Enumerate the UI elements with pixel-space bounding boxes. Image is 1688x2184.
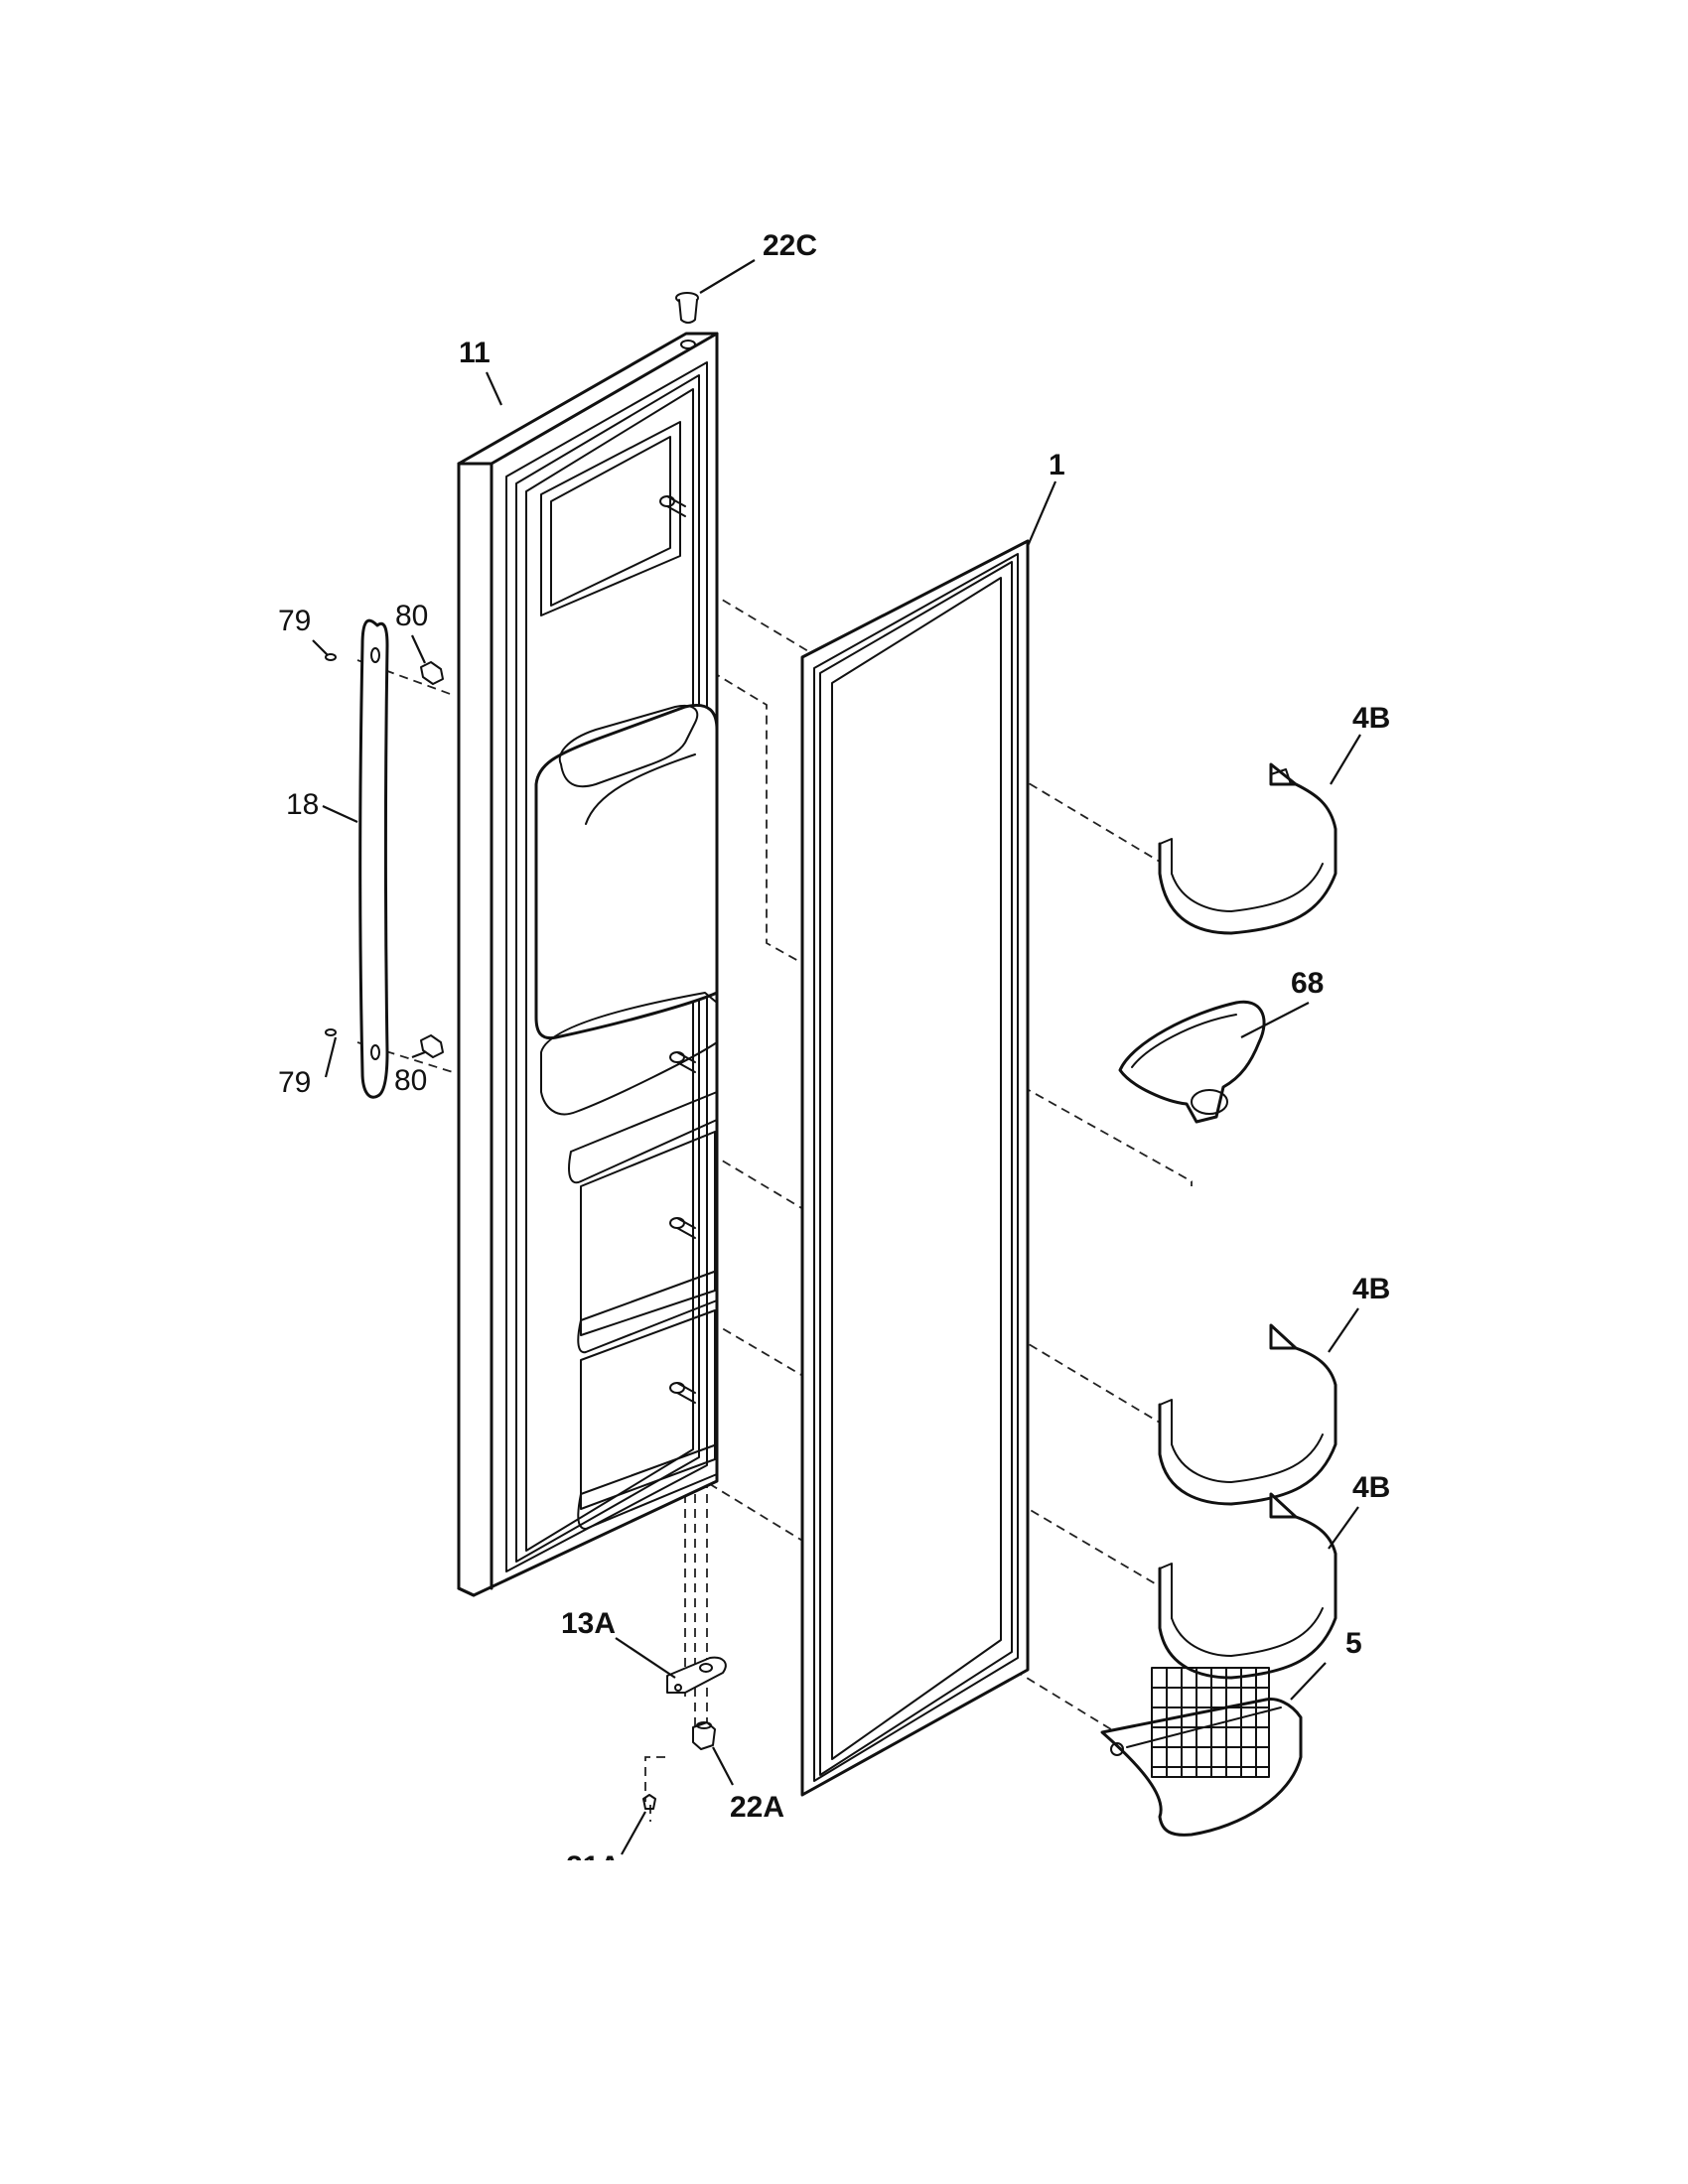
callout-5: 5: [1345, 1627, 1362, 1660]
callout-13A: 13A: [561, 1607, 616, 1640]
callout-80-top: 80: [395, 600, 428, 632]
basket-grid: [1151, 1667, 1270, 1778]
door-bin-lower: [1158, 1492, 1337, 1680]
callout-4B-middle: 4B: [1352, 1273, 1390, 1305]
callout-4B-lower: 4B: [1352, 1471, 1390, 1504]
callout-80-bottom: 80: [394, 1064, 427, 1097]
hinge-screw-icon: [642, 1794, 656, 1810]
crop-mask: [536, 1860, 675, 1900]
callout-79-bottom: 79: [278, 1066, 311, 1099]
mounting-stud-icons: [420, 661, 444, 1058]
lower-hinge-bracket: [666, 1656, 727, 1694]
callout-22C: 22C: [763, 229, 817, 262]
callout-68: 68: [1291, 967, 1324, 1000]
hinge-bushing-top: [675, 292, 699, 349]
callout-18: 18: [286, 788, 319, 821]
dispenser-cup: [1118, 1000, 1266, 1124]
callout-1: 1: [1049, 449, 1065, 481]
shelf-peg-icons: [659, 495, 696, 1404]
screw-icons: [325, 653, 337, 1036]
callout-79-top: 79: [278, 605, 311, 637]
door-bin-middle: [1158, 1323, 1337, 1506]
door-gasket: [800, 539, 1030, 1797]
callout-22A: 22A: [730, 1791, 784, 1824]
wire-basket: [1100, 1667, 1303, 1837]
door-bin-upper: [1158, 762, 1337, 935]
door-assembly: [457, 332, 719, 1597]
callout-4B-upper: 4B: [1352, 702, 1390, 735]
hinge-pin-bushing: [692, 1721, 716, 1750]
callout-leaders: [312, 259, 1361, 1855]
callout-11: 11: [459, 337, 491, 369]
door-handle: [358, 618, 389, 1099]
